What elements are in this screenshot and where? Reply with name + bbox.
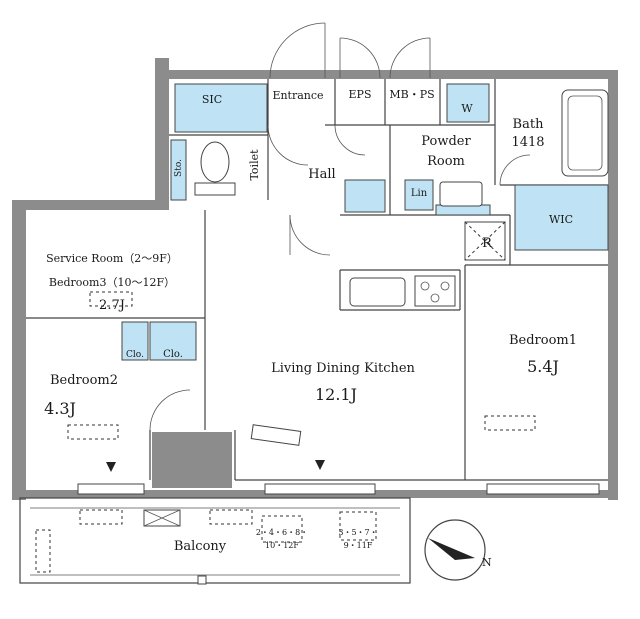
compass: N bbox=[424, 519, 492, 581]
bedroom2-size: 4.3J bbox=[44, 399, 76, 418]
bedroom2-name: Bedroom2 bbox=[50, 373, 118, 388]
refrigerator-label: R bbox=[482, 236, 493, 251]
hall-label: Hall bbox=[308, 167, 335, 182]
compass-needle-icon bbox=[428, 538, 475, 560]
entrance-label: Entrance bbox=[272, 89, 323, 102]
ldk-size: 12.1J bbox=[315, 385, 357, 404]
refrigerator-box bbox=[464, 221, 506, 261]
bath-name: Bath bbox=[513, 117, 545, 132]
sic-label: SIC bbox=[202, 93, 222, 106]
windows bbox=[77, 460, 600, 495]
window-arrow-icon bbox=[106, 462, 116, 472]
stove bbox=[414, 275, 456, 307]
washer-box bbox=[446, 83, 490, 123]
toilet-fixture bbox=[200, 141, 230, 183]
service-line2: Bedroom3（10～12F） bbox=[49, 276, 175, 289]
closet1-box bbox=[121, 321, 149, 361]
bedroom1-size: 5.4J bbox=[527, 357, 559, 376]
room-labels: SIC Entrance EPS MB・PS W Bath 1418 Powde… bbox=[44, 88, 577, 554]
balcony-outline bbox=[19, 497, 411, 585]
wic-label: WIC bbox=[549, 213, 573, 226]
closet2-label: Clo. bbox=[163, 349, 183, 360]
floor-note-a1: 2・4・6・8・ bbox=[256, 528, 308, 537]
storage-box bbox=[170, 139, 187, 201]
storage-label: Sto. bbox=[174, 159, 184, 177]
dashed-markers bbox=[35, 291, 536, 573]
ldk-name: Living Dining Kitchen bbox=[271, 361, 415, 376]
balcony-label: Balcony bbox=[174, 539, 227, 554]
closet1-label: Clo. bbox=[126, 350, 144, 360]
kitchen-sink bbox=[349, 277, 406, 307]
bedroom1-name: Bedroom1 bbox=[509, 333, 577, 348]
window-arrow-icon bbox=[315, 460, 325, 470]
drain-icon bbox=[197, 575, 207, 585]
fixtures bbox=[121, 83, 609, 361]
sic-box bbox=[174, 83, 268, 133]
powder-sink bbox=[439, 181, 483, 207]
bathtub bbox=[561, 89, 609, 177]
eps-label: EPS bbox=[349, 88, 372, 101]
service-size: 2.7J bbox=[99, 298, 125, 313]
closet2-box bbox=[149, 321, 197, 361]
linen-label: Lin bbox=[411, 188, 428, 199]
bath-size: 1418 bbox=[511, 135, 544, 150]
compass-label: N bbox=[482, 556, 492, 569]
doors bbox=[149, 22, 531, 431]
washer-label: W bbox=[461, 102, 473, 115]
mbps-label: MB・PS bbox=[389, 88, 434, 101]
powder-line2: Room bbox=[427, 154, 465, 169]
toilet-label: Toilet bbox=[248, 149, 261, 181]
hall-shelf bbox=[344, 179, 386, 213]
floor-note-a2: 10・12F bbox=[265, 541, 299, 550]
wic-box bbox=[514, 184, 609, 251]
floor-note-b1: 3・5・7・ bbox=[338, 528, 377, 537]
linen-box bbox=[404, 179, 434, 211]
powder-line1: Powder bbox=[421, 134, 471, 149]
floor-note-b2: 9・11F bbox=[344, 541, 373, 550]
service-line1: Service Room（2～9F） bbox=[46, 252, 178, 265]
interior-walls bbox=[26, 79, 608, 481]
